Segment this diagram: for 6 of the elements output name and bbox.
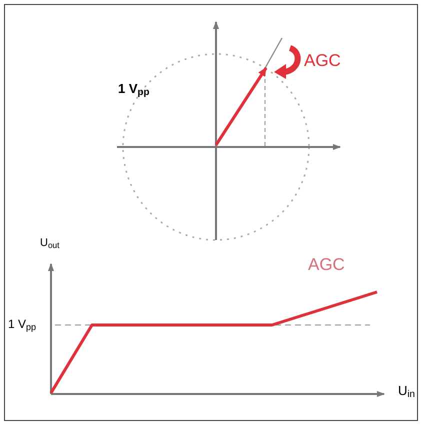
agc-label: AGC: [304, 52, 341, 69]
amplitude-label: 1 V$_{pp}$: [118, 82, 150, 95]
axis-label: U$_{in}$: [398, 384, 415, 397]
level-label: 1 V$_{pp}$: [8, 318, 36, 330]
agc-label: AGC: [308, 256, 345, 273]
axis-label: U$_{out}$: [40, 238, 60, 249]
